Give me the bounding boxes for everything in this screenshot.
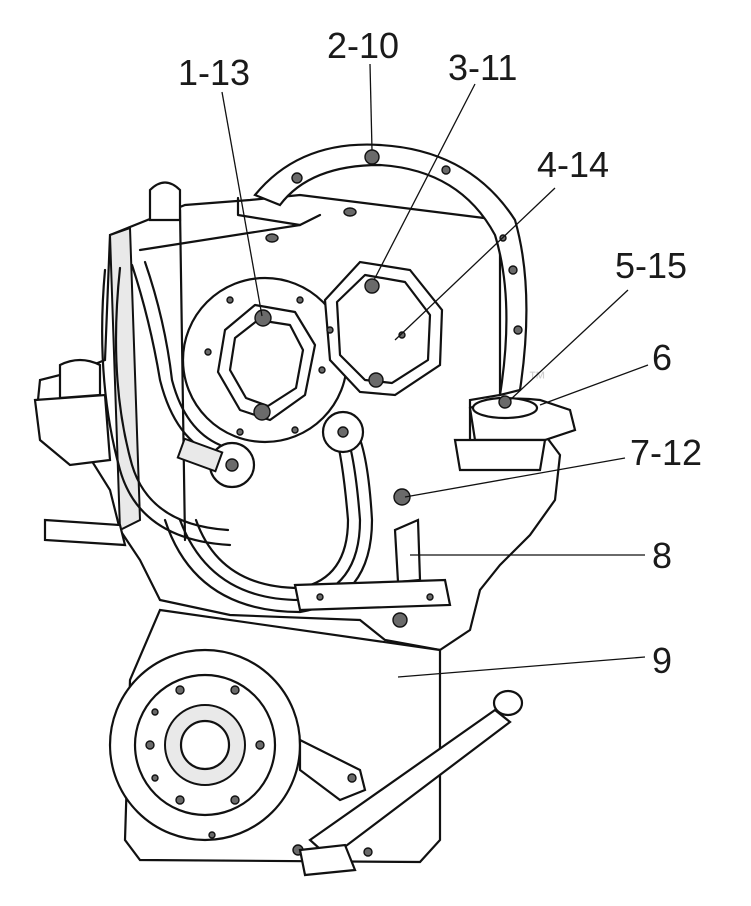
lower-housing [108, 608, 442, 864]
trademark-mark: ™ [528, 368, 546, 388]
callout-5-15: 5-15 [615, 245, 687, 286]
leader-6 [539, 364, 649, 406]
leader-9 [397, 656, 646, 678]
callout-3-11: 3-11 [448, 47, 517, 88]
mounting-pads [293, 488, 452, 628]
shift-linkage [298, 689, 524, 877]
leader-4-14 [394, 187, 556, 341]
leader-3-11 [373, 83, 476, 281]
round-cover-plate [181, 276, 349, 444]
leader-2-10 [369, 63, 373, 151]
callout-1-13: 1-13 [178, 52, 250, 93]
leader-7-12 [404, 457, 626, 498]
callout-6: 6 [652, 337, 672, 378]
filter-bracket [453, 395, 577, 472]
hex-cover-plate [323, 260, 444, 397]
leader-5-15 [509, 289, 629, 401]
left-bracket [33, 358, 127, 547]
leader-1-13 [221, 91, 263, 317]
callout-4-14: 4-14 [537, 144, 609, 185]
callout-2-10: 2-10 [327, 25, 399, 66]
callout-8: 8 [652, 535, 672, 576]
callout-labels: 1-13 2-10 3-11 4-14 5-15 6 7-12 8 9 [178, 25, 702, 681]
callout-9: 9 [652, 640, 672, 681]
callout-7-12: 7-12 [630, 432, 702, 473]
